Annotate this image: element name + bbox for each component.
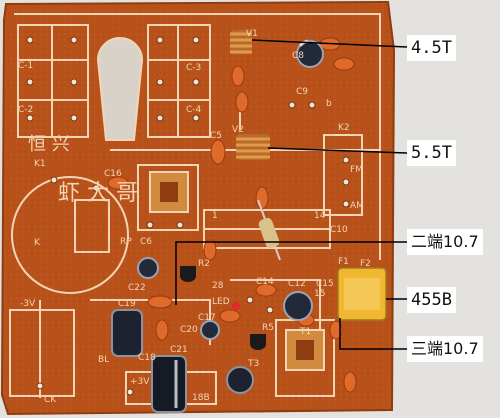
label-pin15: 15 [314, 289, 325, 299]
if-transformer-left [149, 171, 189, 213]
label-c5: C5 [210, 131, 222, 141]
label-ck: CK [44, 395, 57, 405]
label-f1: F1 [338, 257, 349, 267]
callout-three-terminal: 三端10.7 [407, 336, 483, 362]
label-c6: C6 [140, 237, 152, 247]
label-ic: 18B [192, 393, 210, 403]
label-c17: C17 [198, 313, 216, 323]
label-r2: R2 [198, 259, 210, 269]
brand-text: 虾 大 哥 [58, 181, 138, 206]
label-pin14: 14 [314, 211, 326, 221]
label-c16: C16 [104, 169, 122, 179]
solder-pads [26, 36, 350, 396]
label-c9: C9 [296, 87, 308, 97]
silkscreen-labels: C-1 C-2 C-3 C-4 K1 K2 K RP -3V +3V C16 C… [18, 29, 371, 405]
callout-coil-middle: 5.5T [407, 140, 456, 166]
callout-coil-top: 4.5T [407, 35, 456, 61]
label-c15: C15 [316, 279, 334, 289]
label-c10: C10 [330, 225, 348, 235]
callout-filter: 455B [407, 287, 456, 313]
resistor [257, 199, 281, 261]
label-c22: C22 [128, 283, 146, 293]
label-am: AM [350, 201, 364, 211]
label-v2: V2 [232, 125, 244, 135]
label-k1: K1 [34, 159, 46, 169]
label-c18: C18 [138, 353, 156, 363]
label-r5: R5 [262, 323, 274, 333]
label-t1: T1 [299, 327, 311, 337]
ceramic-filter-455b [337, 267, 387, 321]
label-c19: C19 [118, 299, 136, 309]
label-b: b [326, 99, 332, 109]
label-neg3v: -3V [20, 299, 36, 309]
brand-text-2: 恒 兴 [28, 134, 70, 155]
led [232, 302, 240, 310]
label-pin28: 28 [212, 281, 224, 291]
label-pin1: 1 [212, 211, 218, 221]
callout-leader-lines [175, 39, 408, 350]
label-t3: T3 [247, 359, 259, 369]
label-k2: K2 [338, 123, 350, 133]
label-c12: C12 [288, 279, 306, 289]
label-c1: C-1 [18, 61, 33, 71]
label-c8: C8 [292, 51, 304, 61]
label-c21: C21 [170, 345, 188, 355]
label-fm: FM [350, 165, 363, 175]
label-led: LED [212, 297, 230, 307]
electrolytic-capacitors [111, 39, 324, 413]
label-rp: RP [120, 237, 132, 247]
if-transformer-right [285, 329, 325, 371]
label-c4: C-4 [186, 105, 202, 115]
label-v1: V1 [246, 29, 258, 39]
label-c20: C20 [180, 325, 198, 335]
oscillator-coil-middle [236, 134, 270, 160]
label-c14: C14 [256, 277, 274, 287]
label-pos3v: +3V [130, 377, 150, 387]
label-bl: BL [98, 355, 109, 365]
label-c3: C-3 [186, 63, 201, 73]
label-c2: C-2 [18, 105, 33, 115]
oscillator-coil-top [230, 30, 252, 54]
callout-two-terminal: 二端10.7 [407, 229, 483, 255]
label-k: K [34, 238, 41, 248]
transistors [180, 266, 266, 350]
label-f2: F2 [360, 259, 371, 269]
